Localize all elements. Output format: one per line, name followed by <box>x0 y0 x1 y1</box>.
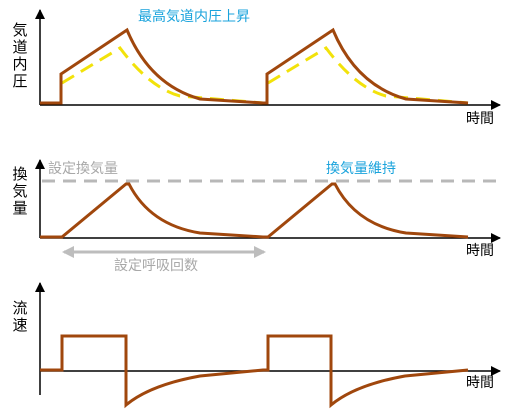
peak-pressure-annotation: 最高気道内圧上昇 <box>138 9 250 25</box>
pressure-reference-dashed-line <box>61 46 469 105</box>
flow-x-label: 時間 <box>466 375 494 391</box>
set-respiratory-rate-label: 設定呼吸回数 <box>114 258 198 274</box>
pressure-x-label: 時間 <box>466 111 494 127</box>
set-volume-label: 設定換気量 <box>48 161 118 177</box>
pressure-waveform <box>40 27 469 105</box>
volume-waveform <box>40 182 469 239</box>
pressure-panel <box>35 9 501 110</box>
flow-waveform <box>40 334 469 409</box>
pressure-y-label: 気道内圧 <box>12 21 28 90</box>
flow-panel <box>35 282 501 409</box>
volume-x-label: 時間 <box>466 243 494 259</box>
volume-panel <box>35 159 501 258</box>
volume-maintained-annotation: 換気量維持 <box>326 161 396 177</box>
flow-y-label: 流速 <box>12 299 28 334</box>
volume-y-label: 換気量 <box>12 165 28 217</box>
